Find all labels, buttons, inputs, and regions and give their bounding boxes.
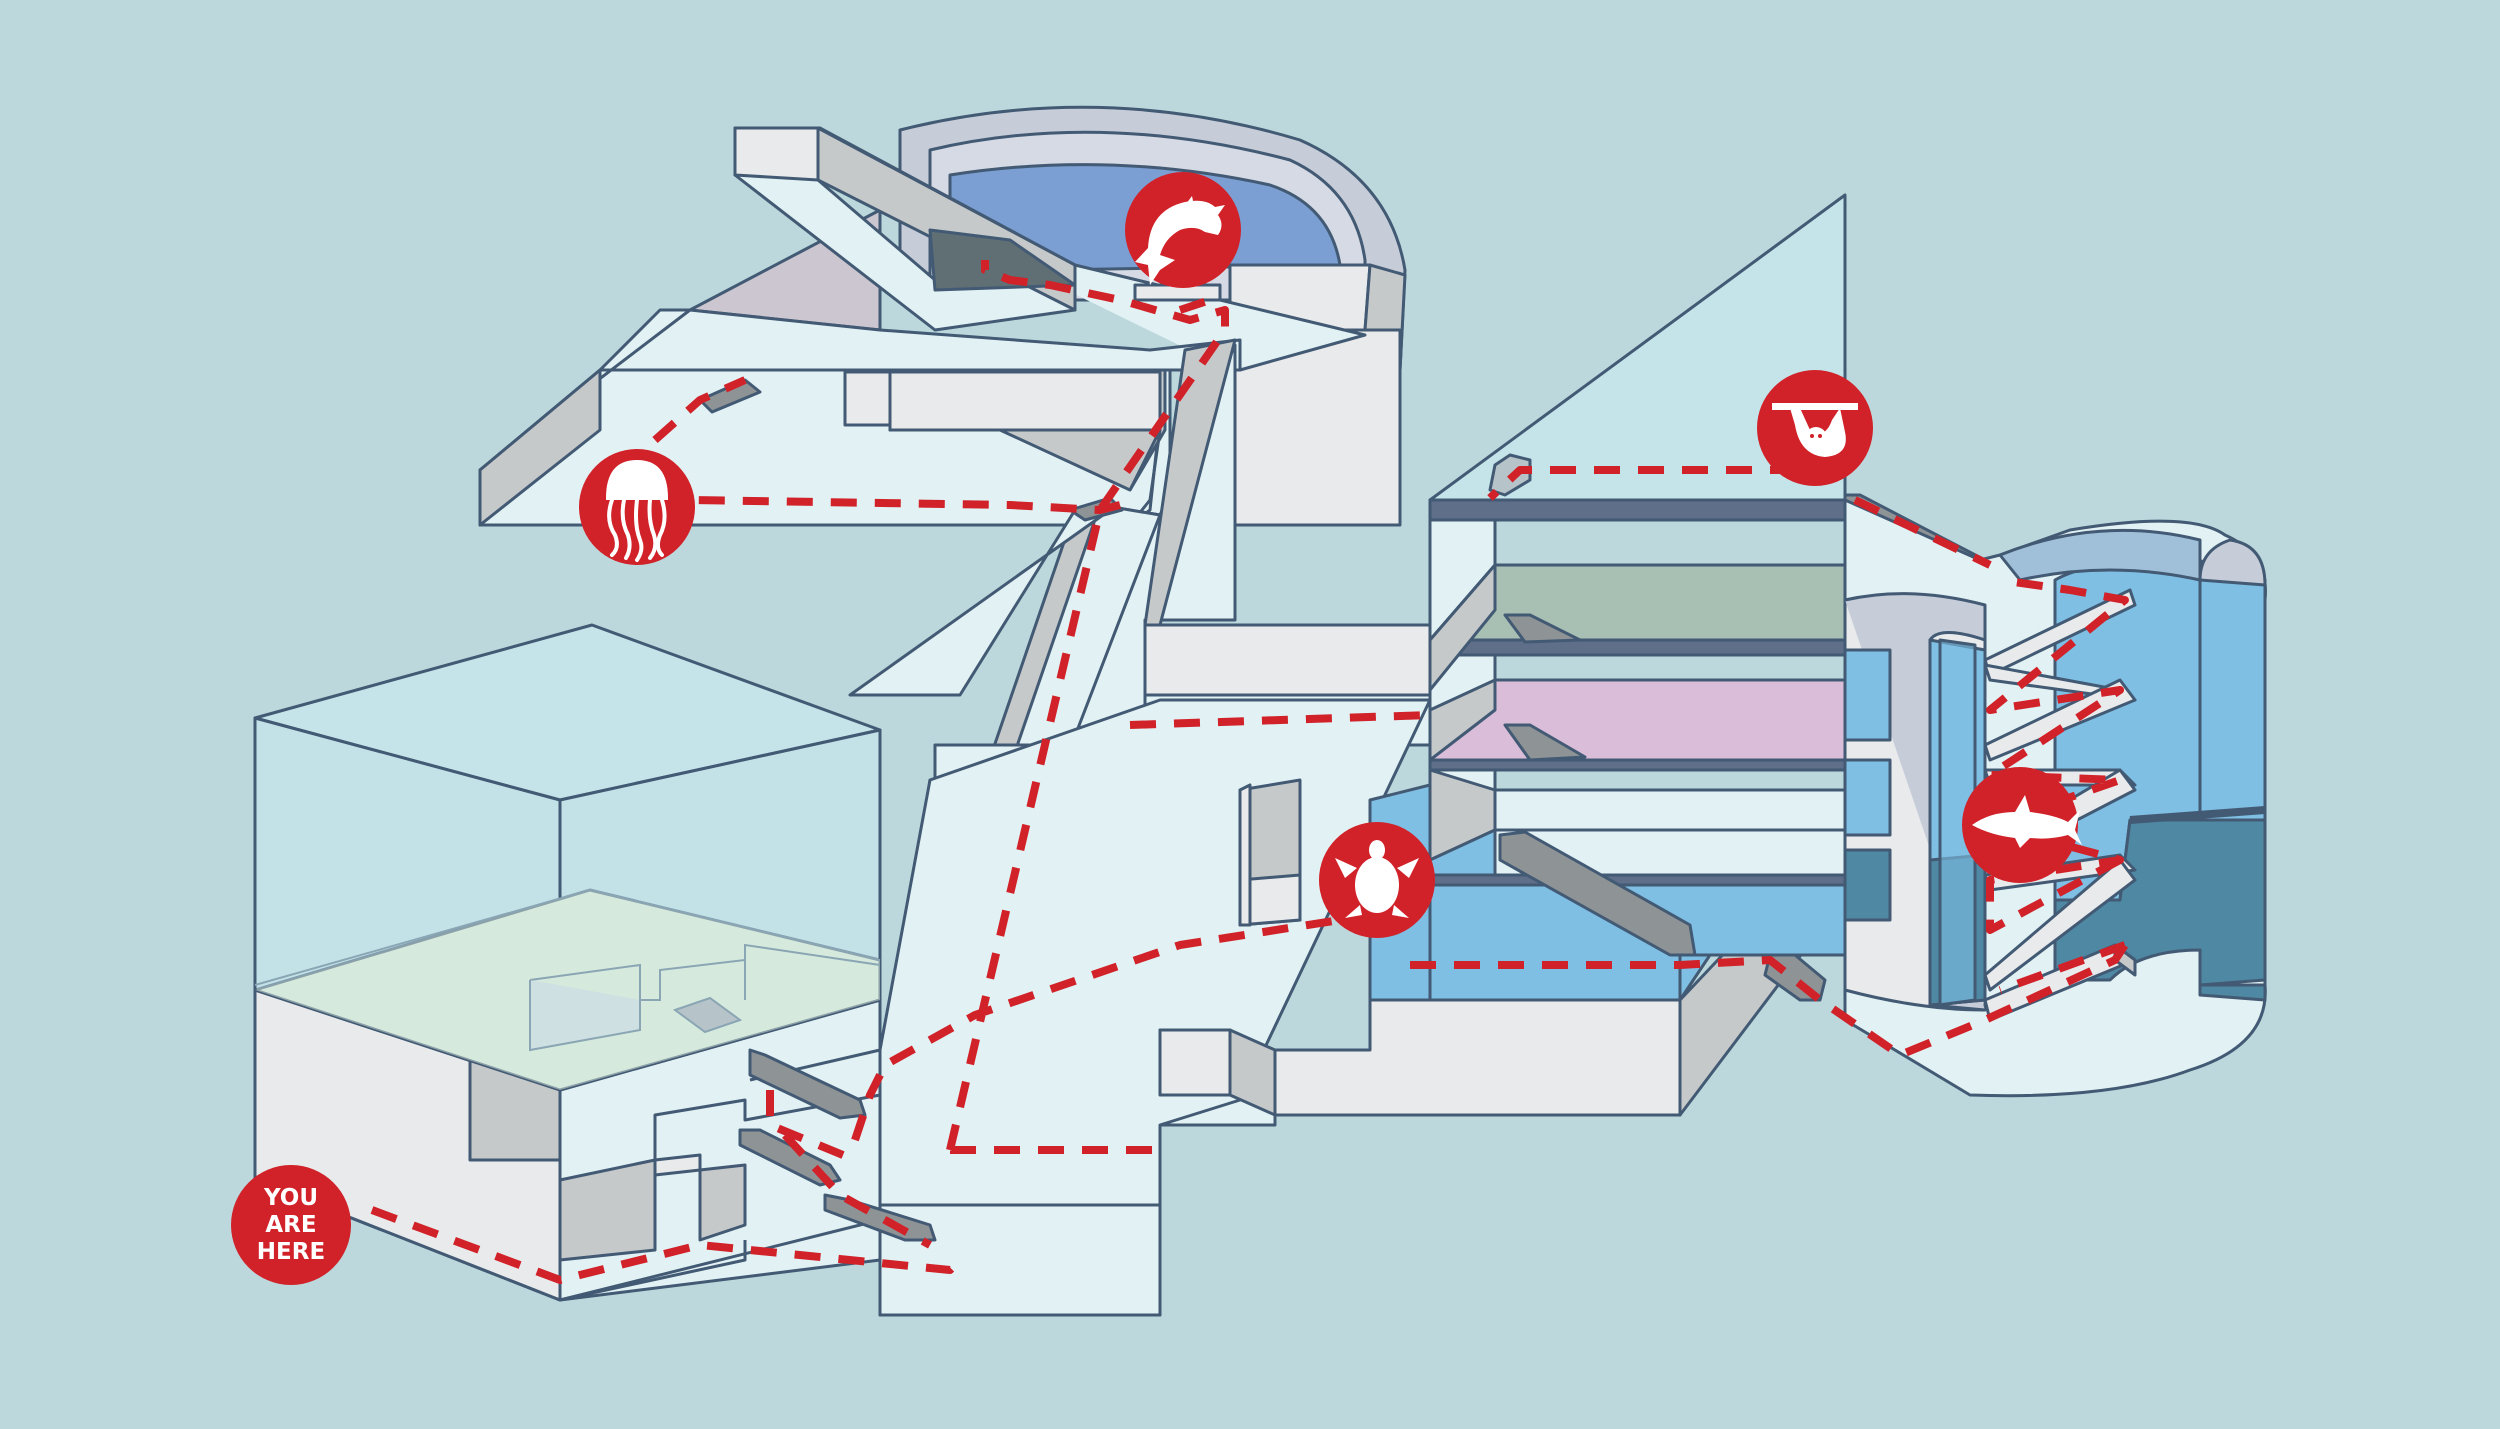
glass-exhibit-building — [253, 623, 937, 1302]
exhibit-marker-jellyfish[interactable] — [579, 449, 695, 565]
sloth-icon — [1772, 403, 1858, 457]
dolphin-icon — [1135, 196, 1225, 285]
you-are-here-line-1: YOU — [263, 1185, 318, 1211]
exhibit-marker-dolphins[interactable] — [1125, 172, 1241, 288]
jellyfish-icon — [605, 459, 669, 562]
right-building — [1238, 193, 1997, 1002]
you-are-here-circle — [231, 1165, 351, 1285]
shark-icon — [1972, 795, 2082, 848]
exhibit-marker-sea-turtles[interactable] — [1319, 822, 1435, 938]
turtle-icon — [1335, 840, 1419, 918]
you-are-here-line-3: HERE — [257, 1239, 325, 1265]
escalator — [672, 996, 743, 1034]
route-path — [370, 260, 2129, 1284]
exhibit-marker-sloths[interactable] — [1757, 370, 1873, 486]
you-are-here-line-2: ARE — [265, 1212, 316, 1238]
you-are-here-marker: YOU ARE HERE — [231, 1165, 351, 1285]
exhibit-marker-sharks[interactable] — [1962, 767, 2082, 883]
